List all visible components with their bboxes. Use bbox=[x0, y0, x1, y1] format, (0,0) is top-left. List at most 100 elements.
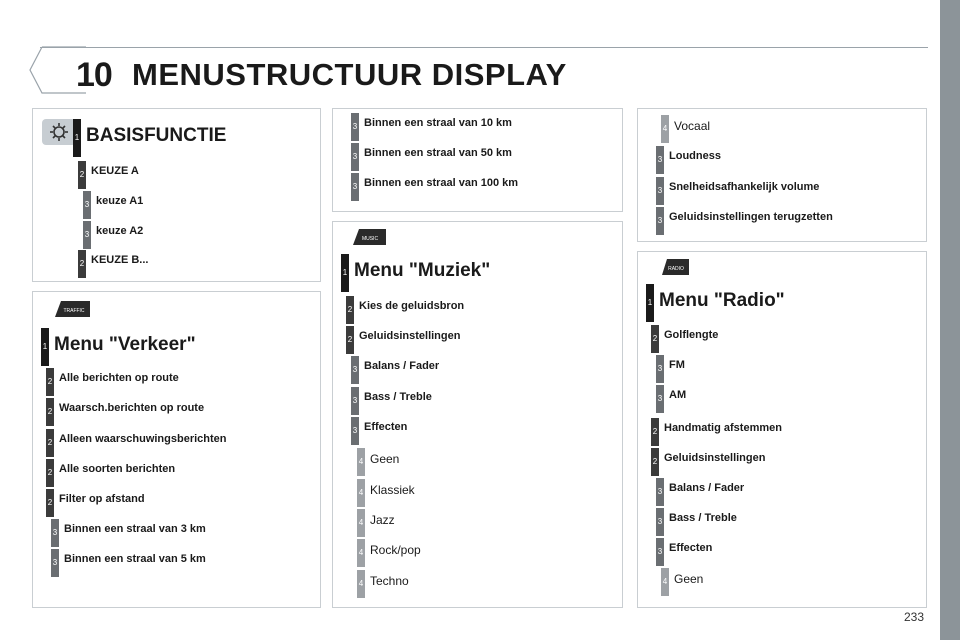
radio-badge-label: RADIO bbox=[668, 266, 684, 272]
item-label: Rock/pop bbox=[370, 543, 421, 557]
gear-icon bbox=[42, 119, 76, 145]
music-badge-icon: MUSIC bbox=[353, 229, 386, 245]
item-label: keuze A1 bbox=[96, 195, 144, 207]
item-label: Binnen een straal van 50 km bbox=[364, 147, 512, 159]
level-marker: 2 bbox=[46, 489, 54, 517]
level-marker: 4 bbox=[661, 568, 669, 596]
panel-basisfunctie: 1 BASISFUNCTIE 2 KEUZE A 3 keuze A1 3 ke… bbox=[32, 108, 321, 282]
item-label: Effecten bbox=[364, 421, 408, 433]
item-label: Klassiek bbox=[370, 483, 415, 497]
item-label: Binnen een straal van 3 km bbox=[64, 523, 206, 535]
music-badge-label: MUSIC bbox=[362, 236, 379, 242]
level-marker: 2 bbox=[46, 368, 54, 396]
panel-radio: RADIO 1 Menu "Radio" 2 Golflengte 3 FM 3… bbox=[637, 251, 927, 608]
panel-muziek-continued: 4 Vocaal 3 Loudness 3 Snelheidsafhankeli… bbox=[637, 108, 927, 242]
level-marker: 3 bbox=[656, 207, 664, 235]
item-label: Kies de geluidsbron bbox=[359, 300, 465, 312]
level-marker: 3 bbox=[83, 191, 91, 219]
level-marker: 3 bbox=[656, 355, 664, 383]
item-label: Bass / Treble bbox=[669, 512, 737, 524]
item-label: Geluidsinstellingen bbox=[359, 330, 461, 342]
item-label: FM bbox=[669, 359, 685, 371]
level-marker: 2 bbox=[651, 448, 659, 476]
level-marker: 2 bbox=[78, 250, 86, 278]
level-marker: 1 bbox=[73, 119, 81, 157]
level-marker: 3 bbox=[351, 173, 359, 201]
level-marker: 4 bbox=[357, 479, 365, 507]
item-label: Jazz bbox=[370, 513, 395, 527]
level-marker: 3 bbox=[83, 221, 91, 249]
level-marker: 3 bbox=[656, 508, 664, 536]
heading-text: Menu "Radio" bbox=[659, 290, 785, 311]
level-marker: 2 bbox=[46, 459, 54, 487]
item-label: keuze A2 bbox=[96, 225, 144, 237]
item-label: Effecten bbox=[669, 542, 713, 554]
level-marker: 3 bbox=[656, 146, 664, 174]
item-label: Balans / Fader bbox=[669, 482, 745, 494]
item-label: Vocaal bbox=[674, 119, 711, 133]
item-label: Loudness bbox=[669, 150, 721, 162]
item-label: Geen bbox=[674, 572, 704, 586]
level-marker: 2 bbox=[651, 418, 659, 446]
heading-text: BASISFUNCTIE bbox=[86, 125, 227, 146]
item-label: KEUZE A bbox=[91, 165, 139, 177]
level-marker: 2 bbox=[46, 429, 54, 457]
level-marker: 3 bbox=[351, 143, 359, 171]
item-label: Filter op afstand bbox=[59, 493, 145, 505]
level-marker: 1 bbox=[341, 254, 349, 292]
page-title: MENUSTRUCTUUR DISPLAY bbox=[132, 57, 567, 92]
level-marker: 3 bbox=[351, 356, 359, 384]
chapter-number: 10 bbox=[76, 56, 113, 94]
level-marker: 3 bbox=[351, 113, 359, 141]
level-marker: 1 bbox=[646, 284, 654, 322]
item-label: Bass / Treble bbox=[364, 391, 432, 403]
level-marker: 3 bbox=[351, 387, 359, 415]
level-marker: 1 bbox=[41, 328, 49, 366]
item-label: Balans / Fader bbox=[364, 360, 440, 372]
level-marker: 3 bbox=[51, 549, 59, 577]
item-label: Geen bbox=[370, 452, 400, 466]
chapter-tab-bar bbox=[940, 0, 960, 640]
level-marker: 4 bbox=[357, 539, 365, 567]
header-rule bbox=[40, 47, 928, 48]
level-marker: 4 bbox=[661, 115, 669, 143]
level-marker: 2 bbox=[346, 326, 354, 354]
level-marker: 4 bbox=[357, 509, 365, 537]
level-marker: 3 bbox=[51, 519, 59, 547]
level-marker: 2 bbox=[651, 325, 659, 353]
panel-muziek: MUSIC 1 Menu "Muziek" 2 Kies de geluidsb… bbox=[332, 221, 623, 608]
level-marker: 3 bbox=[351, 417, 359, 445]
item-label: Binnen een straal van 10 km bbox=[364, 117, 512, 129]
page-number: 233 bbox=[904, 610, 925, 624]
level-marker: 3 bbox=[656, 177, 664, 205]
item-label: Waarsch.berichten op route bbox=[59, 402, 205, 414]
item-label: Alle soorten berichten bbox=[59, 463, 176, 475]
level-marker: 3 bbox=[656, 385, 664, 413]
item-label: Golflengte bbox=[664, 329, 719, 341]
level-marker: 4 bbox=[357, 570, 365, 598]
level-marker: 3 bbox=[656, 478, 664, 506]
item-label: KEUZE B... bbox=[91, 254, 149, 266]
panel-verkeer-continued: 3 Binnen een straal van 10 km 3 Binnen e… bbox=[332, 108, 623, 212]
panel-verkeer: TRAFFIC 1 Menu "Verkeer" 2 Alle berichte… bbox=[32, 291, 321, 608]
traffic-badge-label: TRAFFIC bbox=[63, 308, 84, 314]
level-marker: 3 bbox=[656, 538, 664, 566]
level-marker: 2 bbox=[346, 296, 354, 324]
item-label: AM bbox=[669, 389, 687, 401]
item-label: Binnen een straal van 5 km bbox=[64, 553, 206, 565]
heading-text: Menu "Verkeer" bbox=[54, 334, 196, 355]
level-marker: 4 bbox=[357, 448, 365, 476]
item-label: Geluidsinstellingen bbox=[664, 452, 766, 464]
item-label: Handmatig afstemmen bbox=[664, 422, 782, 434]
item-label: Binnen een straal van 100 km bbox=[364, 177, 519, 189]
heading-text: Menu "Muziek" bbox=[354, 260, 491, 281]
item-label: Alleen waarschuwingsberichten bbox=[59, 433, 227, 445]
item-label: Snelheidsafhankelijk volume bbox=[669, 181, 820, 193]
traffic-badge-icon: TRAFFIC bbox=[55, 301, 90, 317]
item-label: Alle berichten op route bbox=[59, 372, 179, 384]
level-marker: 2 bbox=[46, 398, 54, 426]
level-marker: 2 bbox=[78, 161, 86, 189]
item-label: Techno bbox=[370, 574, 409, 588]
radio-badge-icon: RADIO bbox=[662, 259, 689, 275]
item-label: Geluidsinstellingen terugzetten bbox=[669, 211, 833, 223]
